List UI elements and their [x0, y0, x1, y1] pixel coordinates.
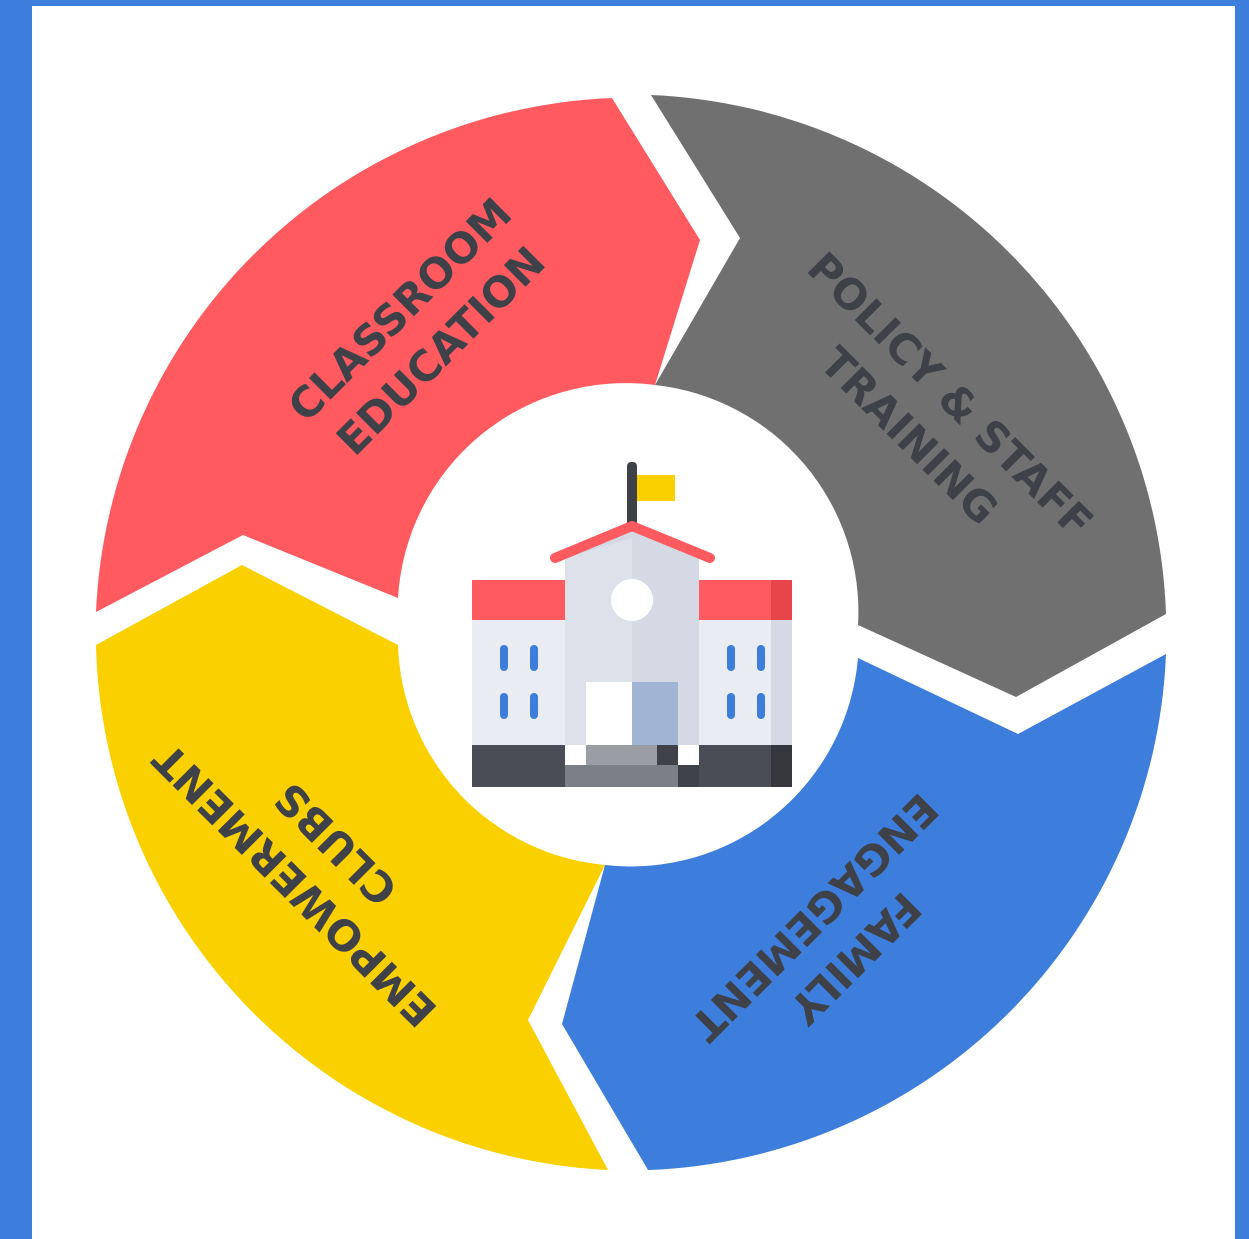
segment-empowerment-clubs	[96, 565, 608, 1170]
segment-policy-staff-training	[651, 95, 1166, 697]
segment-classroom-education	[96, 98, 700, 612]
school-building-icon	[472, 462, 792, 787]
segment-family-engagement	[562, 654, 1166, 1170]
